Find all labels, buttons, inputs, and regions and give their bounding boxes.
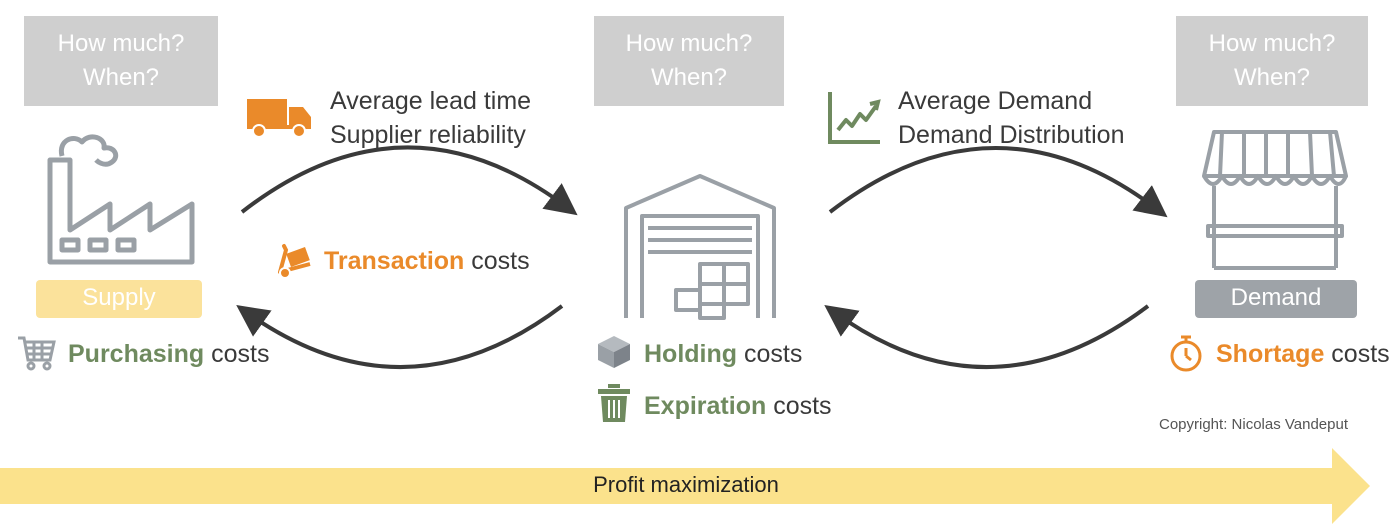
- expiration-keyword: Expiration: [644, 392, 767, 420]
- question-how-much: How much?: [57, 30, 185, 57]
- purchasing-keyword: Purchasing: [68, 340, 205, 368]
- inventory-to-supply-arrow: [236, 304, 564, 369]
- shortage-suffix: costs: [1324, 340, 1390, 368]
- supply-flow-line1: Average lead time: [330, 87, 532, 115]
- truck-icon: [247, 99, 311, 138]
- demand-question-box: How much? When?: [1176, 16, 1368, 106]
- holding-keyword: Holding: [644, 340, 738, 368]
- warehouse-icon: [624, 174, 776, 320]
- shop-icon: [1202, 130, 1348, 270]
- hand-truck-icon: [278, 244, 311, 279]
- question-when: When?: [1233, 64, 1311, 91]
- demand-to-inventory-arrow: [824, 304, 1150, 369]
- shortage-keyword: Shortage: [1216, 340, 1325, 368]
- transaction-costs: Transaction costs: [324, 246, 530, 276]
- demand-tag: Demand: [1195, 280, 1357, 318]
- inventory-question-box: How much? When?: [594, 16, 784, 106]
- supply-to-inventory-arrow: [240, 145, 578, 216]
- expiration-costs: Expiration costs: [644, 391, 832, 421]
- profit-arrow-band: [0, 448, 1370, 524]
- demand-flow-line1: Average Demand: [898, 87, 1093, 115]
- question-how-much: How much?: [625, 30, 753, 57]
- box-icon: [598, 336, 630, 368]
- expiration-suffix: costs: [766, 392, 832, 420]
- holding-suffix: costs: [737, 340, 803, 368]
- holding-costs: Holding costs: [644, 339, 802, 369]
- supply-question-box: How much? When?: [24, 16, 218, 106]
- question-when: When?: [650, 64, 728, 91]
- trend-chart-icon: [828, 92, 881, 144]
- profit-maximization-label: Profit maximization: [593, 472, 779, 497]
- transaction-suffix: costs: [464, 247, 530, 275]
- stopwatch-icon: [1170, 335, 1202, 372]
- demand-flow-line2: Demand Distribution: [898, 121, 1125, 149]
- transaction-keyword: Transaction: [324, 247, 465, 275]
- supply-tag: Supply: [36, 280, 202, 318]
- purchasing-suffix: costs: [204, 340, 270, 368]
- factory-icon: [47, 134, 195, 265]
- trash-icon: [598, 384, 630, 422]
- shopping-cart-icon: [18, 336, 56, 371]
- question-when: When?: [82, 64, 160, 91]
- copyright-text: Copyright: Nicolas Vandeput: [1159, 416, 1348, 433]
- supply-flow-line2: Supplier reliability: [330, 121, 526, 149]
- inventory-to-demand-arrow: [828, 146, 1168, 218]
- question-how-much: How much?: [1208, 30, 1336, 57]
- purchasing-costs: Purchasing costs: [68, 339, 269, 369]
- shortage-costs: Shortage costs: [1216, 339, 1390, 369]
